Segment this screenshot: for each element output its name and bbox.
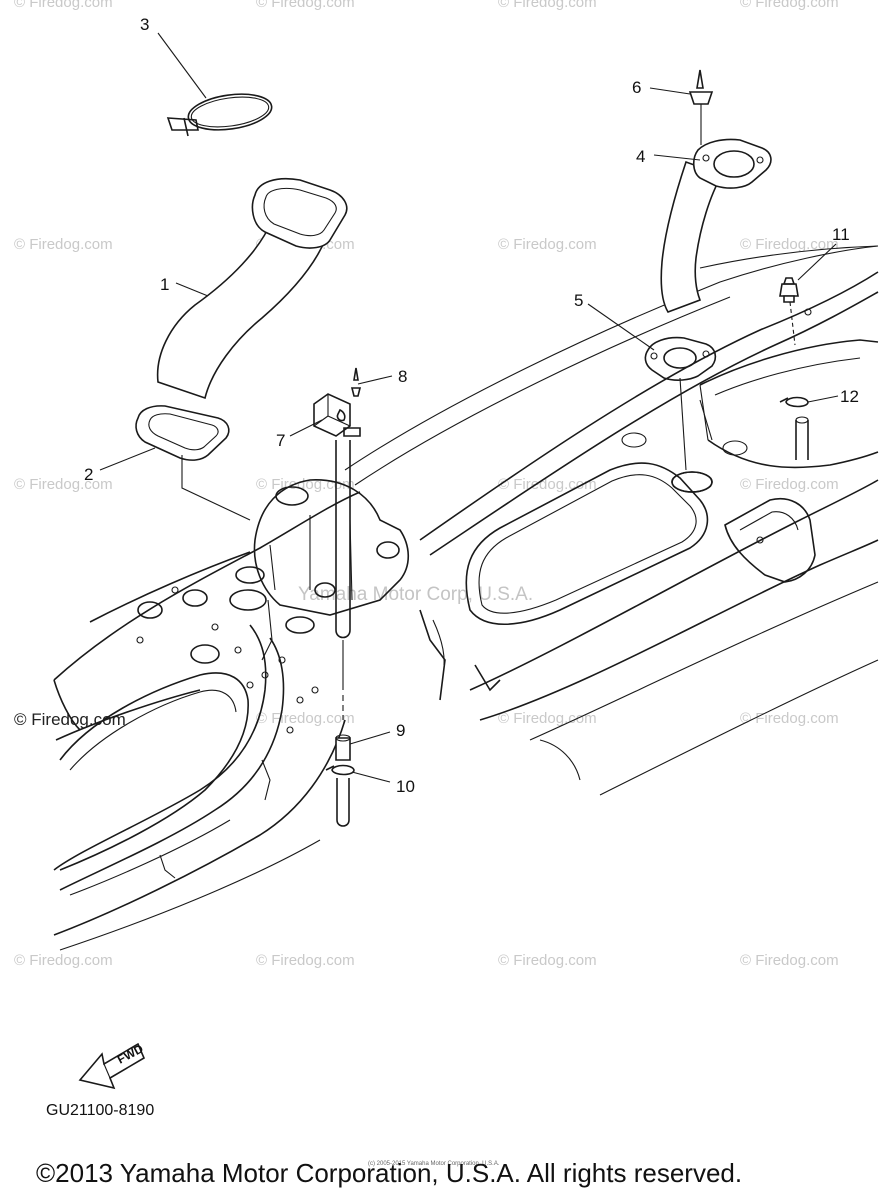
callout-6: 6 [632,78,641,97]
callout-2: 2 [84,465,93,484]
watermark: © Firedog.com [498,236,597,253]
hull-deck [53,245,879,951]
watermark: © Firedog.com [256,952,355,969]
callout-9: 9 [396,721,405,740]
callout-1: 1 [160,275,169,294]
part-2-gasket [135,405,251,521]
tiny-copyright: (c) 2005-2015 Yamaha Motor Corporation, … [368,1161,500,1167]
callout-7: 7 [276,431,285,450]
callout-11: 11 [832,225,850,244]
watermark: © Firedog.com [14,476,113,493]
watermark: © Firedog.com [740,236,839,253]
callout-8: 8 [398,367,407,386]
watermark: © Firedog.com [256,0,355,11]
watermark: © Firedog.com [498,710,597,727]
part-4-duct [660,69,772,313]
watermark: © Firedog.com [14,952,113,969]
watermark: © Firedog.com [498,952,597,969]
watermark: © Firedog.com [498,476,597,493]
part-5-gasket [644,336,717,493]
part-3-band [166,93,273,137]
watermark: © Firedog.com [740,0,839,11]
watermark: © Firedog.com [740,476,839,493]
watermark: © Firedog.com [14,236,113,253]
part-10-clip [325,764,355,827]
part-12-clip [699,396,809,460]
callout-4: 4 [636,147,645,166]
part-7-holder [313,367,362,437]
diagram-code: GU21100-8190 [46,1102,155,1119]
callout-12: 12 [840,387,859,406]
part-9-hose [335,440,351,761]
callout-5: 5 [574,291,583,310]
callout-numbers: 3 1 2 4 5 6 7 8 9 10 11 12 [84,15,859,796]
watermark: © Firedog.com [14,0,113,11]
watermark: © Firedog.com [740,710,839,727]
fwd-arrow-icon: FWD [78,1041,146,1090]
part-11-fitting [779,277,799,346]
part-1-duct [156,178,348,400]
callout-leaders [99,32,839,783]
watermark: © Firedog.com [740,952,839,969]
callout-10: 10 [396,777,415,796]
copyright-notice: ©2013 Yamaha Motor Corporation, U.S.A. A… [36,1158,743,1188]
callout-3: 3 [140,15,149,34]
center-watermark: Yamaha Motor Corp, U.S.A. [298,584,534,605]
watermark: © Firedog.com [498,0,597,11]
